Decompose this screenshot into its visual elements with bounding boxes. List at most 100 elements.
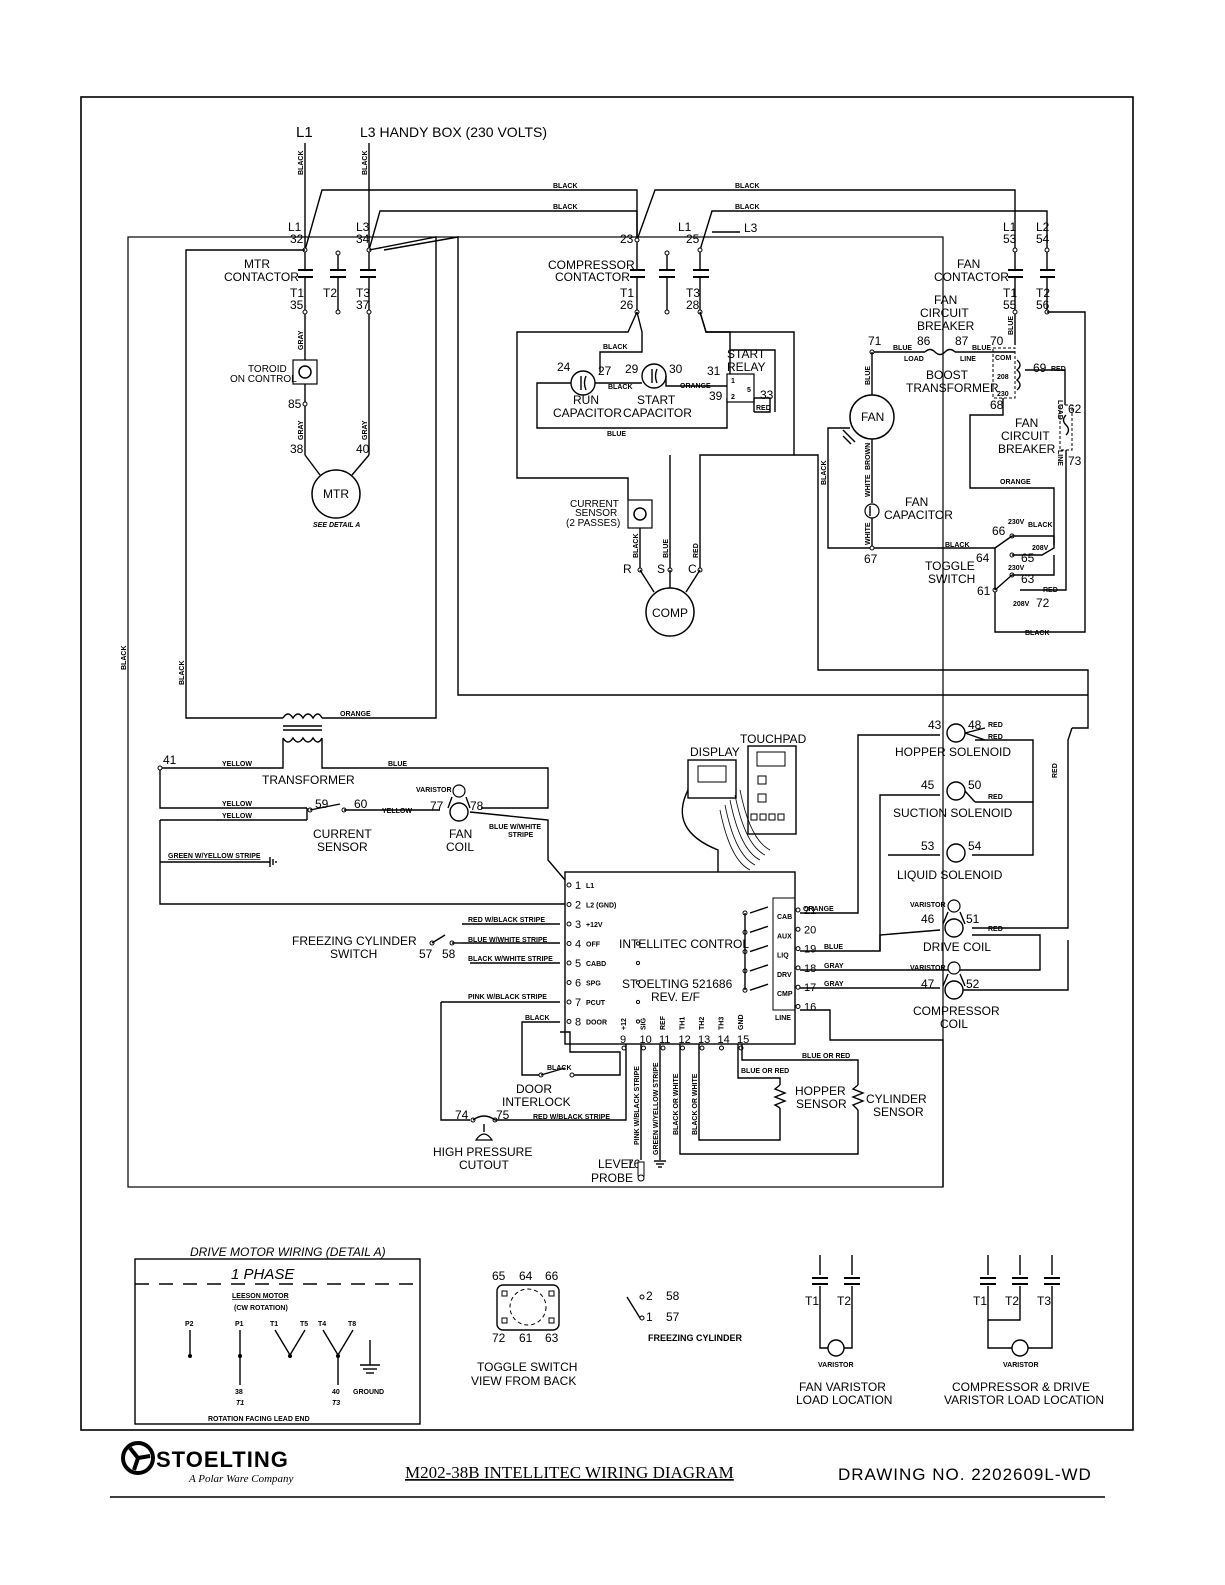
motor-lead-label: P1 xyxy=(235,1321,244,1328)
control-terminal xyxy=(566,999,572,1005)
fan-capacitor: FAN CAPACITOR xyxy=(864,495,953,522)
svg-text:47: 47 xyxy=(921,977,935,991)
svg-text:24: 24 xyxy=(557,360,571,374)
svg-text:46: 46 xyxy=(921,912,935,926)
svg-text:COIL: COIL xyxy=(446,840,474,854)
cylinder-sensor: CYLINDER SENSOR xyxy=(851,1084,927,1119)
svg-text:T1: T1 xyxy=(236,1400,244,1407)
intellitec-control: INTELLITEC CONTROL STOELTING 521686 REV.… xyxy=(564,871,816,1051)
fan-coil: VARISTOR 77 78 FAN COIL xyxy=(416,784,484,854)
control-pin-label: L1 xyxy=(586,883,594,890)
drawing-number: DRAWING NO. 2202609L-WD xyxy=(838,1465,1092,1484)
level-probe: LEVEL PROBE 76 xyxy=(591,1157,645,1185)
svg-text:BLACK W/WHITE STRIPE: BLACK W/WHITE STRIPE xyxy=(468,956,553,963)
motor-lead-label: T8 xyxy=(348,1321,356,1328)
svg-text:57: 57 xyxy=(666,1310,680,1324)
control-pin-label: GND xyxy=(738,1014,745,1030)
svg-text:27: 27 xyxy=(598,364,612,378)
svg-text:FAN VARISTOR: FAN VARISTOR xyxy=(799,1380,886,1394)
control-pin-number: 4 xyxy=(575,939,581,951)
svg-text:CIRCUIT: CIRCUIT xyxy=(920,306,969,320)
svg-text:76: 76 xyxy=(627,1157,641,1171)
control-terminal xyxy=(795,926,801,932)
svg-text:DISPLAY: DISPLAY xyxy=(690,745,740,759)
relay-contact xyxy=(749,906,769,914)
control-pin-label: DOOR xyxy=(586,1020,607,1027)
motor-lead-label: T5 xyxy=(300,1321,308,1328)
boost-transformer: COM 208 230 69 68 BOOST TRANSFORMER xyxy=(906,347,1047,412)
svg-text:BLUE OR RED: BLUE OR RED xyxy=(741,1068,789,1075)
control-terminal xyxy=(680,1045,685,1051)
svg-text:208V: 208V xyxy=(1032,545,1049,552)
compressor-coil: VARISTOR 47 52 COMPRESSOR COIL xyxy=(910,961,1000,1031)
svg-text:PINK W/BLACK STRIPE: PINK W/BLACK STRIPE xyxy=(468,994,547,1001)
svg-text:1 PHASE: 1 PHASE xyxy=(231,1266,295,1283)
detail-a-drive-motor-wiring: DRIVE MOTOR WIRING (DETAIL A) 1 PHASE LE… xyxy=(134,1245,421,1425)
svg-text:BLACK: BLACK xyxy=(633,534,640,559)
control-terminal xyxy=(795,984,801,990)
control-terminal xyxy=(566,941,572,946)
svg-text:30: 30 xyxy=(669,362,683,376)
input-indicator xyxy=(635,1019,641,1024)
input-indicator xyxy=(635,941,641,946)
svg-text:VARISTOR: VARISTOR xyxy=(818,1362,854,1369)
svg-text:TRANSFORMER: TRANSFORMER xyxy=(262,773,355,787)
svg-text:CAPACITOR: CAPACITOR xyxy=(553,406,622,420)
ground-icon xyxy=(654,1160,666,1168)
svg-text:61: 61 xyxy=(977,584,991,598)
svg-text:COM: COM xyxy=(995,355,1012,362)
svg-text:BLACK: BLACK xyxy=(1025,630,1050,637)
control-terminal xyxy=(795,965,801,971)
svg-text:26: 26 xyxy=(620,298,634,312)
current-sensor-2-passes: CURRENT SENSOR (2 PASSES) xyxy=(566,499,653,529)
svg-text:FAN: FAN xyxy=(861,410,884,424)
svg-text:65: 65 xyxy=(492,1269,506,1283)
wire-label-black: BLACK xyxy=(298,151,305,176)
svg-text:LEESON MOTOR: LEESON MOTOR xyxy=(232,1293,289,1300)
svg-text:VARISTOR: VARISTOR xyxy=(910,902,946,909)
svg-text:FAN: FAN xyxy=(905,495,928,509)
svg-text:230V: 230V xyxy=(1008,565,1025,572)
svg-text:SENSOR: SENSOR xyxy=(575,508,617,519)
svg-text:GRAY: GRAY xyxy=(362,420,369,440)
svg-text:45: 45 xyxy=(921,778,935,792)
svg-text:VARISTOR LOAD LOCATION: VARISTOR LOAD LOCATION xyxy=(944,1393,1104,1407)
svg-text:38: 38 xyxy=(290,442,304,456)
svg-text:RED W/BLACK STRIPE: RED W/BLACK STRIPE xyxy=(468,917,545,924)
control-pin-number: 3 xyxy=(575,919,581,931)
svg-text:STRIPE: STRIPE xyxy=(508,832,534,839)
control-pin-number: 15 xyxy=(737,1034,749,1046)
svg-text:CAPACITOR: CAPACITOR xyxy=(884,508,953,522)
svg-text:SENSOR: SENSOR xyxy=(873,1105,924,1119)
display-cable xyxy=(681,789,719,880)
toggle-switch-back-view: 65 64 66 72 61 63 TOGGLE SWITCH VIEW FRO… xyxy=(471,1269,577,1388)
svg-text:CAPACITOR: CAPACITOR xyxy=(623,406,692,420)
control-pin-label: TH2 xyxy=(699,1017,706,1030)
svg-text:GRAY: GRAY xyxy=(824,981,844,988)
control-pin-number: 19 xyxy=(804,944,816,956)
svg-text:REV. E/F: REV. E/F xyxy=(651,990,700,1004)
relay-label: DRV xyxy=(777,972,792,979)
drawing-title: M202-38B INTELLITEC WIRING DIAGRAM xyxy=(405,1463,734,1482)
svg-text:SWITCH: SWITCH xyxy=(330,947,377,961)
svg-text:L1: L1 xyxy=(288,220,302,234)
svg-text:85: 85 xyxy=(288,397,302,411)
control-pin-label: +12V xyxy=(586,922,603,929)
control-terminal xyxy=(566,1019,572,1024)
svg-text:COMPRESSOR: COMPRESSOR xyxy=(548,258,635,272)
svg-text:HOPPER: HOPPER xyxy=(795,1084,846,1098)
wire-black-mtr xyxy=(185,249,305,719)
svg-text:YELLOW: YELLOW xyxy=(222,801,252,808)
svg-text:32: 32 xyxy=(290,232,304,246)
svg-text:GRAY: GRAY xyxy=(298,330,305,350)
control-pin-label: CABD xyxy=(586,961,606,968)
liquid-solenoid: 53 54 LIQUID SOLENOID xyxy=(897,839,1003,882)
svg-text:INTELLITEC CONTROL: INTELLITEC CONTROL xyxy=(619,937,749,951)
high-pressure-cutout: 74 75 HIGH PRESSURE CUTOUT xyxy=(433,1108,532,1172)
svg-text:31: 31 xyxy=(707,364,721,378)
svg-text:(2 PASSES): (2 PASSES) xyxy=(566,518,620,529)
svg-text:BLUE: BLUE xyxy=(1008,316,1015,335)
door-interlock: BLACK DOOR INTERLOCK xyxy=(502,1065,575,1109)
